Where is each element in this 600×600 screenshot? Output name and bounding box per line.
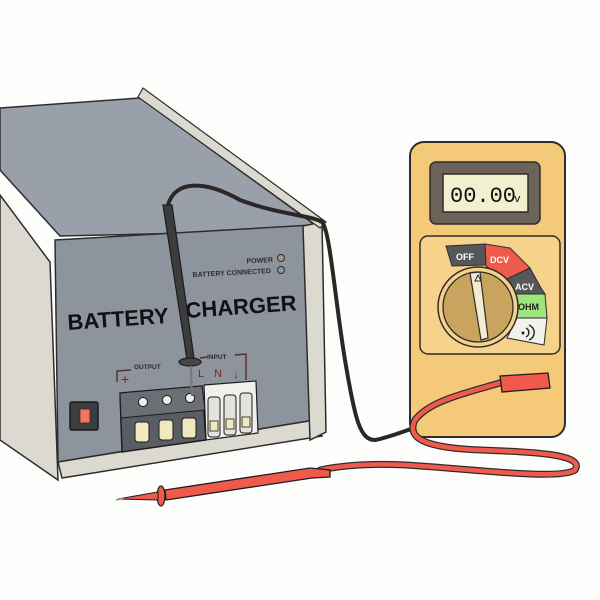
- dial-position-off[interactable]: OFF: [445, 243, 487, 267]
- svg-text:OFF: OFF: [456, 252, 474, 262]
- red-probe-handle[interactable]: [164, 467, 331, 501]
- multimeter: 00.00 v OFF DCV ACV OHM: [409, 141, 566, 438]
- charger-left-panel: [0, 193, 59, 482]
- output-label: OUTPUT: [134, 364, 161, 371]
- output-screw-hole-3[interactable]: [185, 393, 195, 403]
- battery-connected-indicator-label: BATTERY CONNECTED: [192, 268, 271, 279]
- output-terminal-block: [119, 385, 207, 453]
- lcd-screen: [442, 173, 529, 213]
- svg-text:OHM: OHM: [518, 302, 539, 312]
- neutral-symbol: N: [214, 368, 222, 380]
- input-label: INPUT: [207, 354, 227, 361]
- output-screw-hole-1: [138, 397, 148, 407]
- black-probe-guard: [178, 357, 202, 367]
- rotary-knob[interactable]: [437, 266, 519, 348]
- charger-top-face: [0, 97, 325, 237]
- red-probe-tip: [117, 491, 159, 501]
- lcd-unit: v: [514, 194, 521, 206]
- input-terminal-block: [203, 380, 259, 441]
- dial-position-ohm[interactable]: OHM: [514, 293, 548, 319]
- black-lead-wire: [166, 183, 504, 443]
- knob-pointer: [469, 271, 489, 341]
- terminal-frame: [116, 353, 247, 382]
- battery-charger: POWER BATTERY CONNECTED BATTERY CHARGER …: [0, 87, 327, 482]
- red-plug: [499, 372, 551, 393]
- knob-arrow-icon: [474, 273, 482, 282]
- red-probe[interactable]: [115, 372, 580, 507]
- power-switch[interactable]: [69, 401, 99, 431]
- svg-text:DCV: DCV: [490, 255, 509, 265]
- continuity-icon: [521, 324, 535, 341]
- plus-symbol: +: [121, 371, 129, 387]
- black-probe-tip: [190, 365, 193, 397]
- power-indicator-led: [277, 254, 285, 262]
- lcd-value: 00.00: [450, 184, 516, 209]
- battery-connected-indicator-led: [277, 266, 285, 274]
- svg-text:ACV: ACV: [515, 282, 534, 292]
- earth-symbol: ↓: [233, 367, 239, 381]
- charger-top-fin: [137, 87, 327, 229]
- power-indicator-label: POWER: [246, 257, 273, 265]
- output-screw-hole-2: [162, 395, 172, 405]
- live-symbol: L: [198, 368, 204, 380]
